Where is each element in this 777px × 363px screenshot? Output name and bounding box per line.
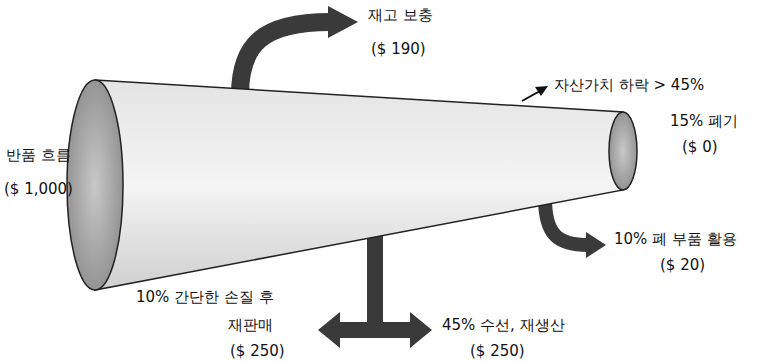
flow-label: 10% 폐 부품 활용	[614, 230, 737, 248]
split-arrow-stem	[367, 228, 383, 330]
flow-label: 자산가치 하락 > 45%	[554, 76, 704, 94]
flow-label: 재판매	[228, 316, 273, 334]
funnel-outlet	[609, 112, 637, 190]
flow-label: ($ 1,000)	[4, 180, 73, 198]
flow-label: ($ 20)	[660, 256, 705, 274]
flow-label: 10% 간단한 손질 후	[136, 288, 274, 306]
split-arrow-bar	[338, 322, 412, 338]
arrow-head	[410, 312, 432, 348]
flow-label: ($ 190)	[371, 40, 426, 58]
flow-label: 15% 폐기	[670, 112, 738, 130]
arrow-head	[328, 6, 358, 38]
flow-label: ($ 0)	[682, 138, 718, 156]
flow-label: 반품 흐름	[6, 146, 71, 164]
arrow-head	[586, 232, 606, 258]
flow-label: ($ 250)	[230, 342, 285, 360]
arrow-head	[535, 86, 548, 96]
pointer-line	[522, 91, 540, 101]
funnel-body	[95, 80, 623, 290]
funnel-inlet	[67, 80, 123, 290]
parts-arrow	[545, 198, 588, 245]
flow-label: 45% 수선, 재생산	[442, 316, 565, 334]
flow-label: ($ 250)	[470, 342, 525, 360]
restock-arrow	[240, 22, 330, 95]
flow-label: 재고 보충	[368, 6, 433, 24]
arrow-head	[318, 312, 340, 348]
